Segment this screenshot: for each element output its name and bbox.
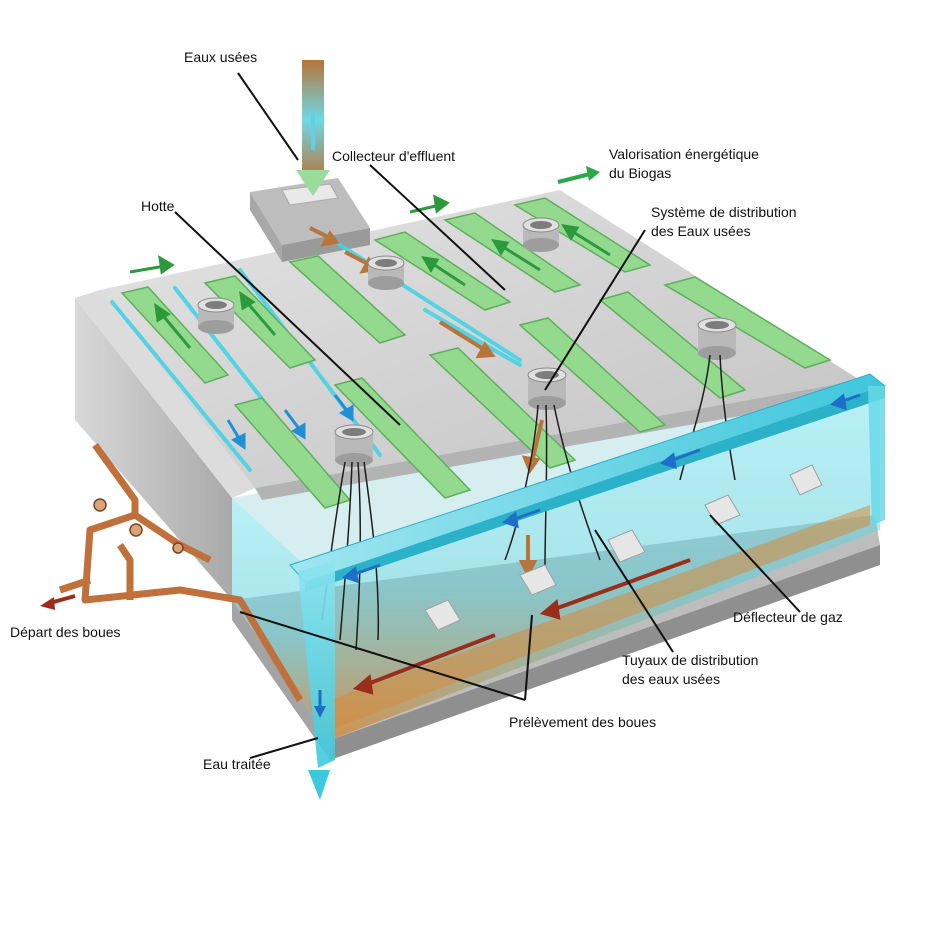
label-systeme: Système de distribution des Eaux usées bbox=[651, 203, 797, 241]
label-deflecteur: Déflecteur de gaz bbox=[733, 608, 843, 627]
label-valorisation-line2: du Biogas bbox=[609, 165, 672, 181]
top-channels bbox=[110, 230, 522, 472]
label-tuyaux-line2: des eaux usées bbox=[622, 671, 721, 687]
label-collecteur: Collecteur d'effluent bbox=[332, 147, 455, 166]
label-valorisation-line1: Valorisation énergétique bbox=[609, 146, 759, 162]
sludge-outlet-arrow bbox=[40, 594, 76, 610]
label-eau-traitee: Eau traitée bbox=[203, 755, 271, 774]
biogas-arrow bbox=[557, 166, 600, 184]
label-deflecteur-text: Déflecteur de gaz bbox=[733, 609, 843, 625]
label-hotte-text: Hotte bbox=[141, 198, 175, 214]
label-eau-traitee-text: Eau traitée bbox=[203, 756, 271, 772]
leader-lines bbox=[174, 72, 801, 759]
label-eaux-usees-text: Eaux usées bbox=[184, 49, 258, 65]
left-wall bbox=[75, 290, 255, 600]
wastewater-inflow bbox=[296, 60, 330, 196]
label-systeme-line2: des Eaux usées bbox=[651, 223, 751, 239]
influent-arrows bbox=[309, 226, 544, 579]
top-surface bbox=[100, 190, 860, 500]
treated-water-outflow bbox=[298, 560, 335, 800]
label-prelevement-text: Prélèvement des boues bbox=[509, 714, 657, 730]
hood-arrows bbox=[129, 194, 611, 349]
channel-arrows bbox=[341, 393, 861, 584]
label-depart-text: Départ des boues bbox=[10, 624, 121, 640]
label-systeme-line1: Système de distribution bbox=[651, 204, 797, 220]
label-tuyaux: Tuyaux de distribution des eaux usées bbox=[622, 651, 758, 689]
label-eaux-usees: Eaux usées bbox=[184, 48, 257, 67]
label-tuyaux-line1: Tuyaux de distribution bbox=[622, 652, 759, 668]
label-collecteur-text: Collecteur d'effluent bbox=[332, 148, 456, 164]
label-valorisation: Valorisation énergétique du Biogas bbox=[609, 145, 759, 183]
gas-deflectors bbox=[424, 464, 823, 631]
label-prelevement: Prélèvement des boues bbox=[509, 713, 656, 732]
label-depart: Départ des boues bbox=[10, 623, 121, 642]
label-hotte: Hotte bbox=[141, 197, 174, 216]
pipe-valves bbox=[93, 498, 184, 554]
sludge-arrows bbox=[352, 558, 691, 695]
